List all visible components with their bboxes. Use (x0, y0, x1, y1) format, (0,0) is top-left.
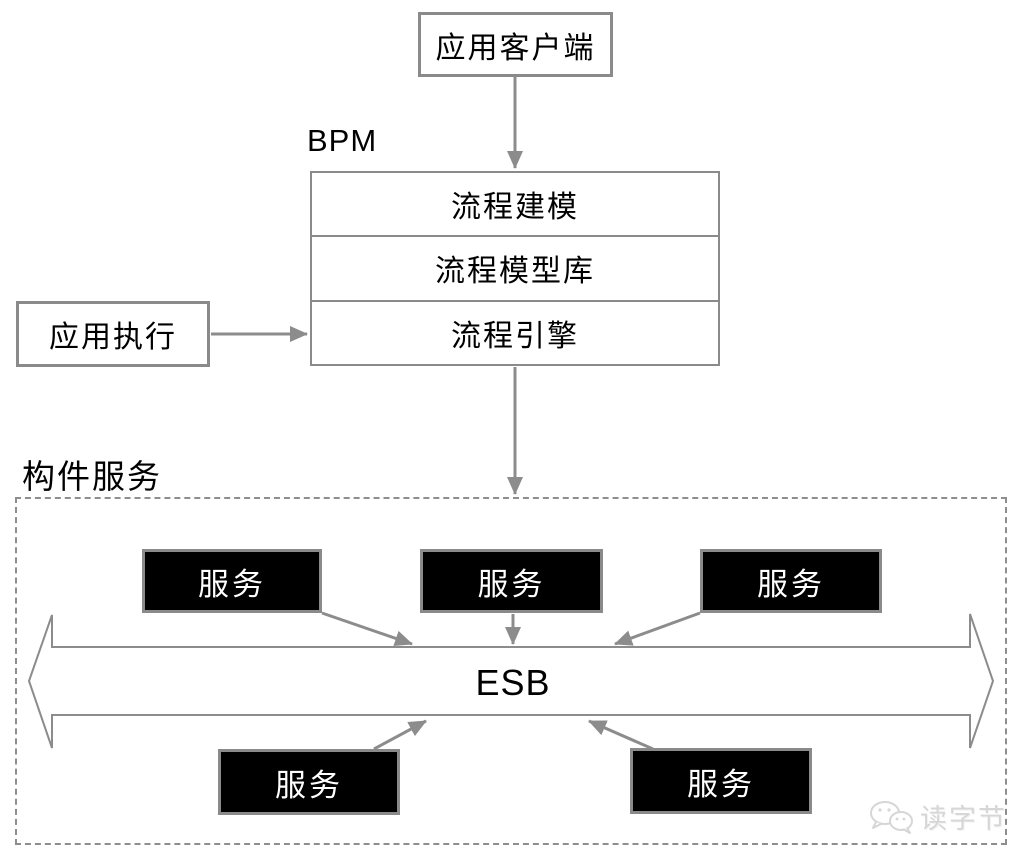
bpm-row-process-modeling: 流程建模 (312, 173, 718, 238)
service-box-2: 服务 (420, 549, 603, 613)
watermark: 读字节 (868, 797, 1007, 836)
service-box-1-label: 服务 (198, 566, 266, 602)
service-box-2-label: 服务 (477, 566, 546, 602)
component-services-label: 构件服务 (22, 458, 162, 495)
service-box-3: 服务 (700, 549, 882, 613)
service-box-3-label: 服务 (757, 566, 825, 602)
service-box-5: 服务 (630, 748, 812, 814)
service-box-5-label: 服务 (687, 766, 755, 802)
esb-label: ESB (475, 662, 551, 703)
app-exec-box: 应用执行 (16, 301, 210, 367)
client-box: 应用客户端 (418, 12, 613, 77)
bpm-label: BPM (307, 123, 378, 158)
service-box-4-label: 服务 (275, 767, 343, 803)
app-exec-box-label: 应用执行 (49, 321, 177, 354)
component-services-region (15, 497, 1007, 845)
watermark-text: 读字节 (920, 804, 1007, 834)
wechat-icon (870, 800, 913, 834)
bpm-row-process-engine: 流程引擎 (451, 319, 579, 353)
client-box-label: 应用客户端 (435, 31, 596, 65)
service-box-4: 服务 (218, 749, 400, 815)
bpm-stack: 流程建模 流程模型库 流程引擎 (310, 171, 720, 366)
service-box-1: 服务 (142, 549, 322, 613)
bpm-row-process-model-repository: 流程模型库 (312, 237, 718, 302)
